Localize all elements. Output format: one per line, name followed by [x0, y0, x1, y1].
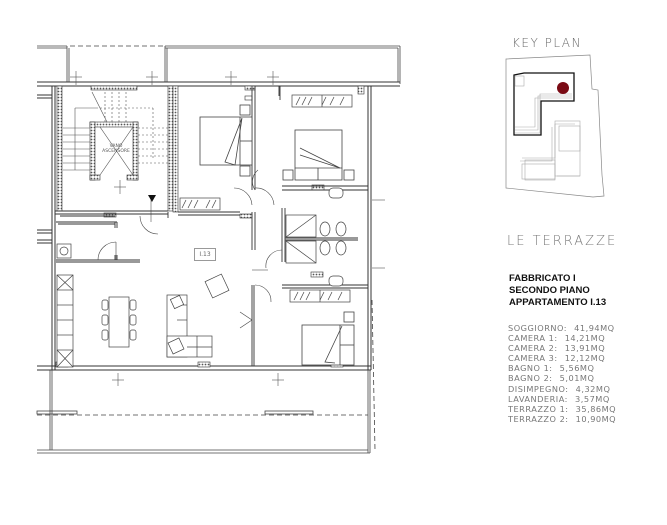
area-value: 5,01MQ [559, 373, 595, 384]
area-row: CAMERA 2: 13,91MQ [508, 343, 616, 353]
area-value: 35,86MQ [575, 403, 617, 414]
area-row: DISIMPEGNO: 4,32MQ [508, 384, 616, 394]
area-room: CAMERA 2: [508, 343, 558, 354]
apartment-location-marker [557, 82, 569, 94]
key-plan-title: KEY PLAN [512, 36, 582, 50]
area-room: CAMERA 3: [508, 353, 558, 364]
floor-label: SECONDO PIANO [509, 285, 590, 296]
beds [199, 104, 355, 366]
area-value: 14,21MQ [564, 333, 606, 344]
area-value: 4,32MQ [575, 383, 611, 394]
doors [97, 169, 283, 329]
area-value: 41,94MQ [574, 323, 615, 333]
lift-label-line2: ASCENSORE [102, 149, 130, 154]
fabbricato-label: FABBRICATO I [509, 273, 576, 284]
area-value: 10,90MQ [575, 413, 617, 424]
apartment-label: APPARTAMENTO I.13 [509, 297, 607, 308]
bathroom-fixtures [285, 187, 347, 287]
area-row: TERRAZZO 2: 10,90MQ [508, 414, 616, 424]
area-value: 13,91MQ [564, 343, 606, 354]
area-value: 3,57MQ [575, 393, 610, 404]
lift-label-line1: VANO [109, 144, 123, 149]
project-name: LE TERRAZZE [507, 234, 618, 249]
window-tags [70, 71, 385, 386]
wardrobes [179, 94, 353, 303]
structural-walls [55, 85, 365, 368]
area-value: 5,56MQ [559, 363, 595, 374]
area-room: DISIMPEGNO: [508, 383, 569, 394]
area-room: BAGNO 2: [508, 373, 553, 384]
area-room: TERRAZZO 1: [508, 403, 569, 414]
building-info: FABBRICATO I SECONDO PIANO APPARTAMENTO … [509, 273, 606, 309]
area-room: TERRAZZO 2: [508, 413, 569, 424]
area-row: CAMERA 3: 12,12MQ [508, 353, 616, 363]
elevator-label-text: VANO ASCENSORE [96, 144, 136, 154]
area-room: CAMERA 1: [508, 333, 558, 344]
area-row: LAVANDERIA: 3,57MQ [508, 394, 616, 404]
area-row: BAGNO 2: 5,01MQ [508, 373, 616, 383]
room-areas-list: SOGGIORNO: 41,94MQ CAMERA 1: 14,21MQ CAM… [508, 323, 616, 424]
staircase [63, 91, 168, 176]
entrance-arrow-icon [148, 195, 156, 202]
unit-label: I.13 [194, 248, 216, 261]
terrace-bottom [36, 299, 376, 454]
area-row: CAMERA 1: 14,21MQ [508, 333, 616, 343]
area-value: 12,12MQ [564, 353, 606, 364]
area-room: SOGGIORNO: [508, 323, 568, 333]
terrace-top [37, 45, 401, 84]
area-room: BAGNO 1: [508, 363, 553, 374]
key-plan [505, 54, 605, 198]
living-furniture [56, 243, 230, 368]
area-room: LAVANDERIA: [508, 393, 568, 404]
area-row: SOGGIORNO: 41,94MQ [508, 323, 616, 333]
area-row: BAGNO 1: 5,56MQ [508, 363, 616, 373]
area-row: TERRAZZO 1: 35,86MQ [508, 404, 616, 414]
